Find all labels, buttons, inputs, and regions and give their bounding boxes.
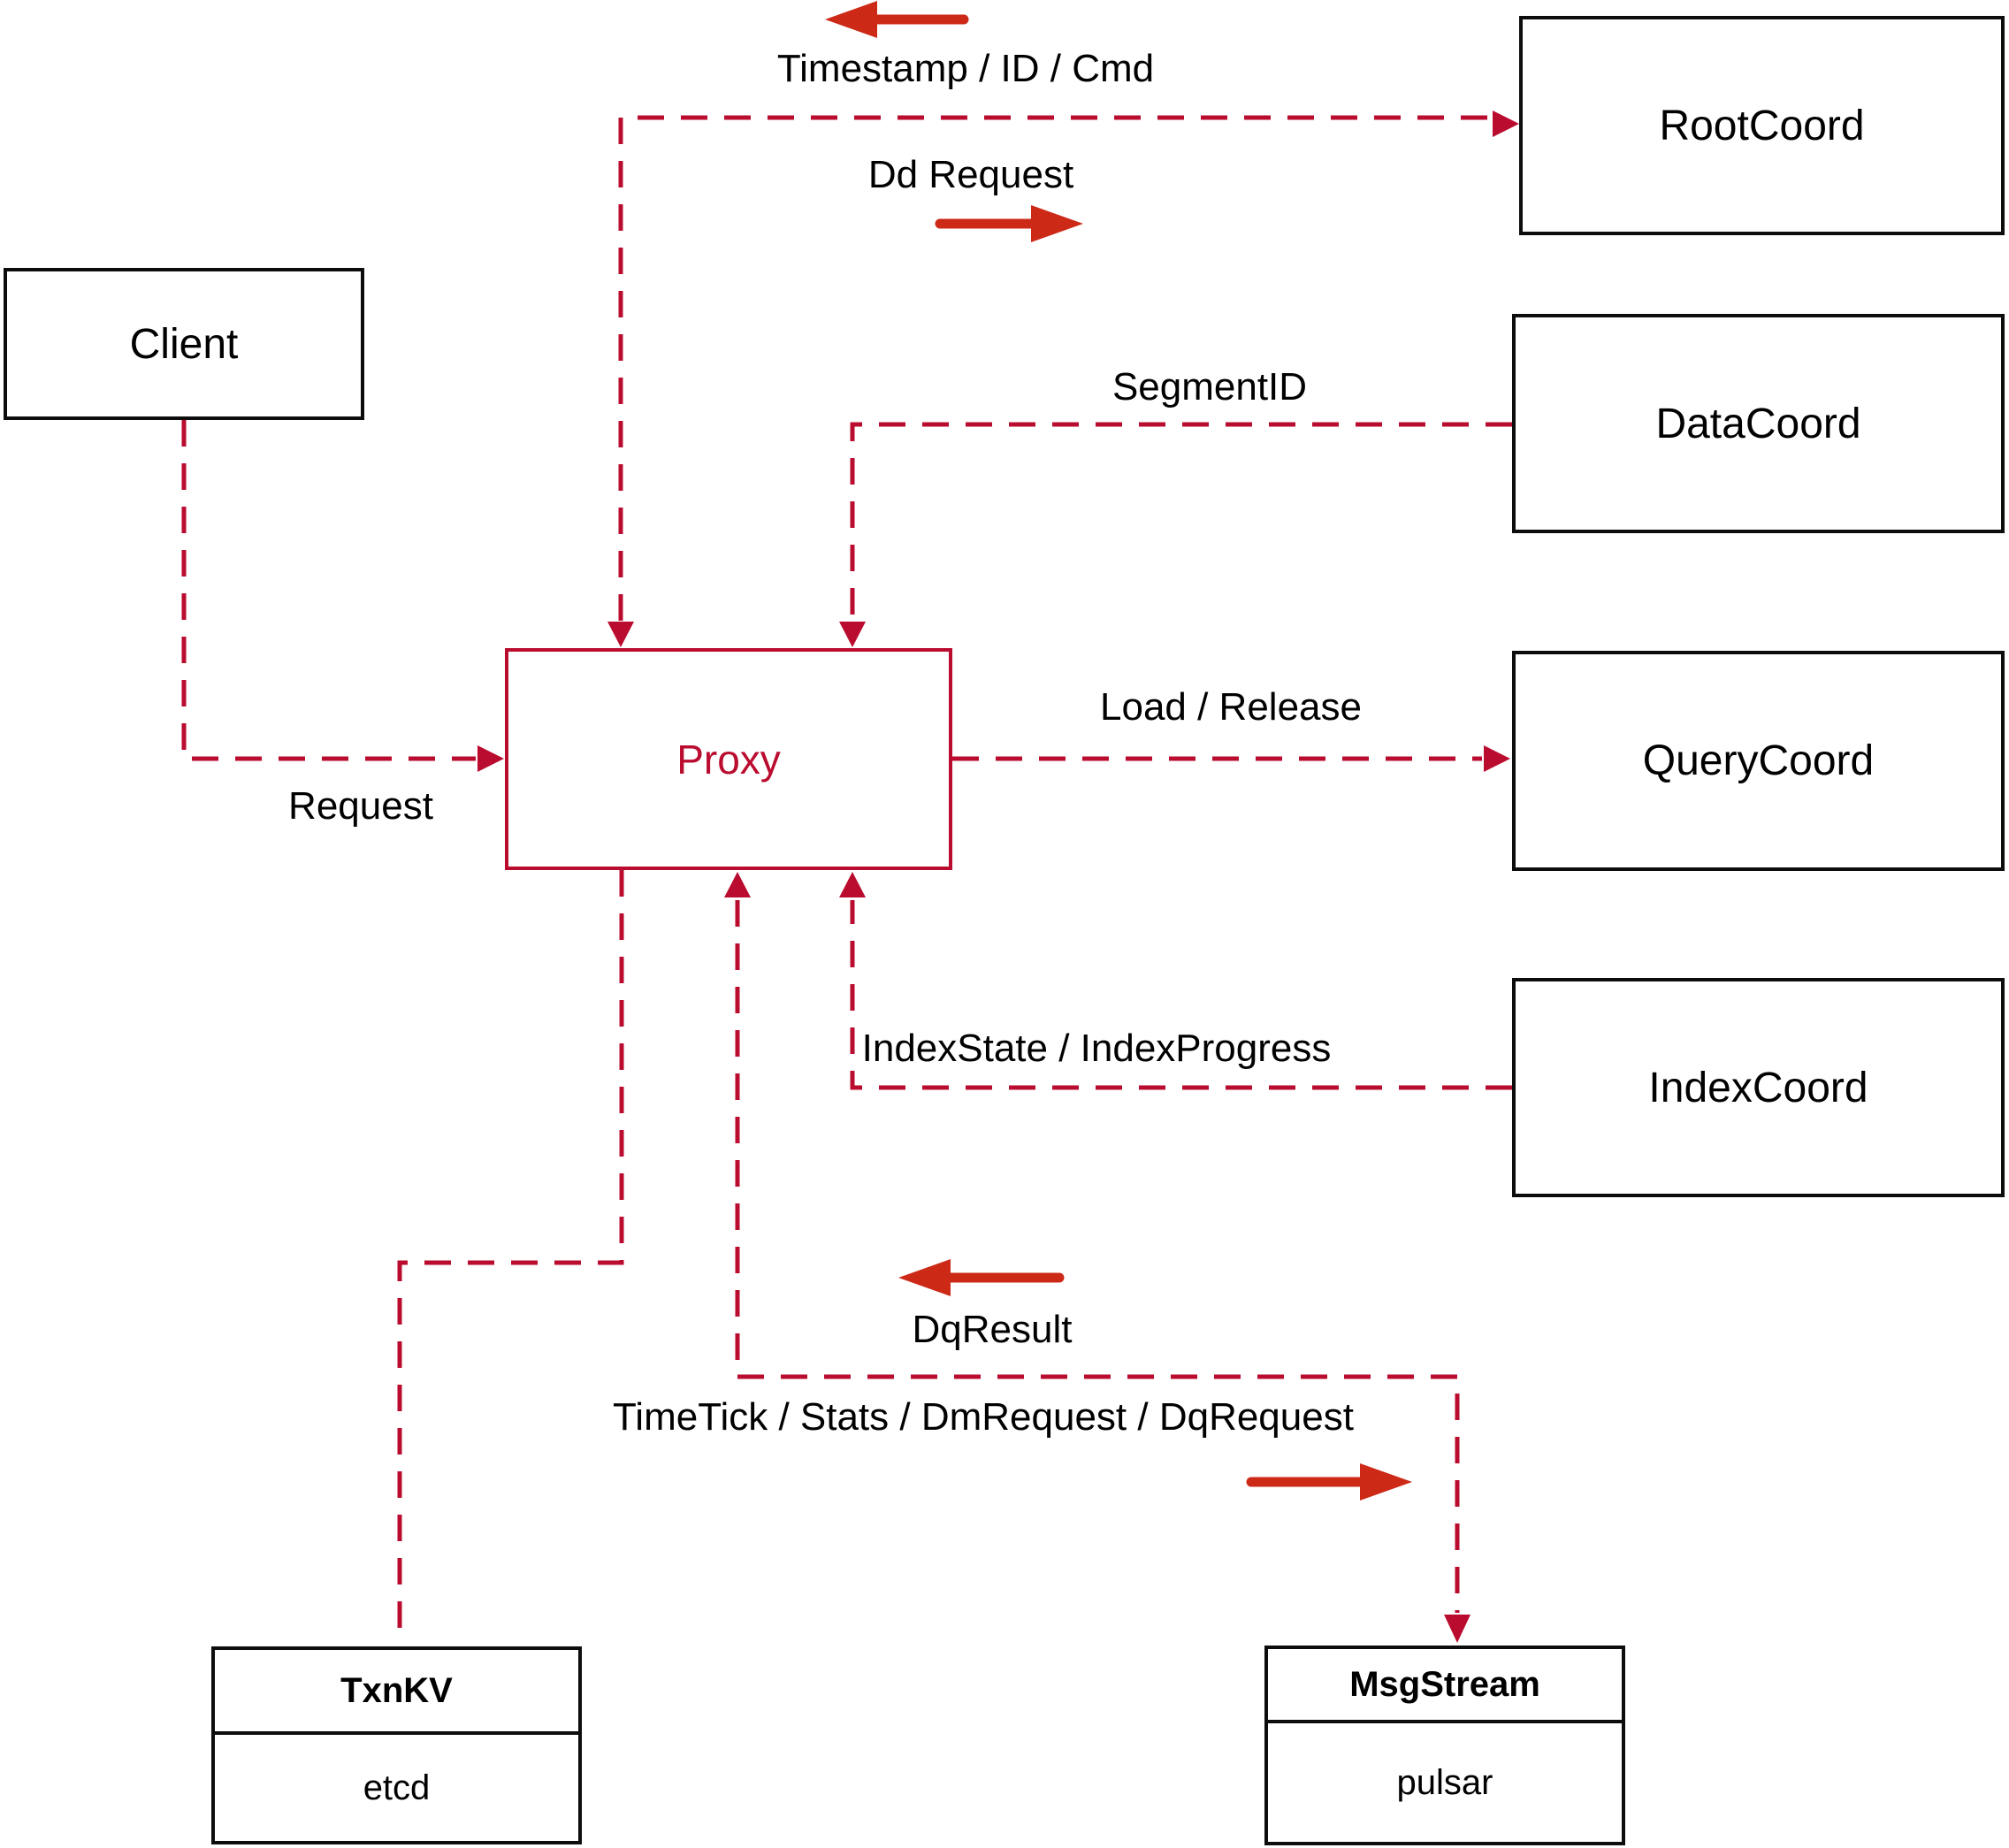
direction-arrow-to-proxy-top-icon	[825, 1, 969, 38]
msgstream-title: MsgStream	[1268, 1649, 1622, 1723]
arrowhead-into-rootcoord-icon	[1493, 111, 1519, 137]
edge-proxy-rootcoord	[618, 115, 1491, 621]
edge-proxy-txnkv	[397, 870, 624, 1645]
proxy-label: Proxy	[676, 736, 781, 783]
node-msgstream: MsgStream pulsar	[1264, 1646, 1625, 1845]
arrowhead-into-proxy-top-left-icon	[607, 622, 634, 647]
edge-label-load-release: Load / Release	[1100, 685, 1362, 729]
edge-datacoord-proxy	[850, 422, 1512, 619]
arrowhead-into-proxy-top-right-icon	[839, 622, 866, 647]
edge-label-index-state: IndexState / IndexProgress	[861, 1027, 1332, 1070]
direction-arrow-timetick-icon	[1246, 1463, 1412, 1501]
node-indexcoord: IndexCoord	[1512, 978, 2005, 1197]
txnkv-title: TxnKV	[215, 1650, 578, 1735]
msgstream-impl: pulsar	[1396, 1762, 1493, 1802]
direction-arrow-dd-request-icon	[935, 205, 1083, 242]
node-rootcoord: RootCoord	[1519, 16, 2005, 235]
indexcoord-label: IndexCoord	[1648, 1064, 1868, 1111]
arrowhead-into-proxy-left-icon	[477, 745, 504, 772]
edge-label-dq-result: DqResult	[912, 1308, 1073, 1351]
node-querycoord: QueryCoord	[1512, 651, 2005, 871]
edge-client-proxy	[181, 420, 476, 761]
arrowhead-into-proxy-bottom-right-icon	[839, 872, 866, 897]
arrowhead-into-querycoord-icon	[1484, 745, 1510, 772]
edge-label-timestamp-id-cmd: Timestamp / ID / Cmd	[776, 47, 1155, 90]
edge-indexcoord-proxy	[850, 900, 1512, 1090]
edge-proxy-msgstream	[735, 900, 1460, 1613]
edge-label-segment-id: SegmentID	[1111, 365, 1308, 409]
node-proxy: Proxy	[505, 648, 952, 870]
direction-arrow-dq-result-icon	[898, 1259, 1065, 1296]
querycoord-label: QueryCoord	[1642, 737, 1875, 784]
rootcoord-label: RootCoord	[1659, 102, 1865, 149]
arrowhead-into-proxy-bottom-left-icon	[724, 872, 751, 897]
edge-label-dd-request: Dd Request	[867, 153, 1074, 196]
edge-label-request: Request	[288, 784, 433, 828]
node-txnkv: TxnKV etcd	[211, 1646, 582, 1844]
arrowhead-into-msgstream-icon	[1444, 1615, 1470, 1643]
datacoord-label: DataCoord	[1655, 400, 1861, 447]
edge-label-timetick: TimeTick / Stats / DmRequest / DqRequest	[613, 1395, 1354, 1439]
node-datacoord: DataCoord	[1512, 314, 2005, 533]
node-client: Client	[4, 268, 364, 420]
client-label: Client	[129, 320, 239, 368]
txnkv-impl: etcd	[363, 1768, 431, 1807]
